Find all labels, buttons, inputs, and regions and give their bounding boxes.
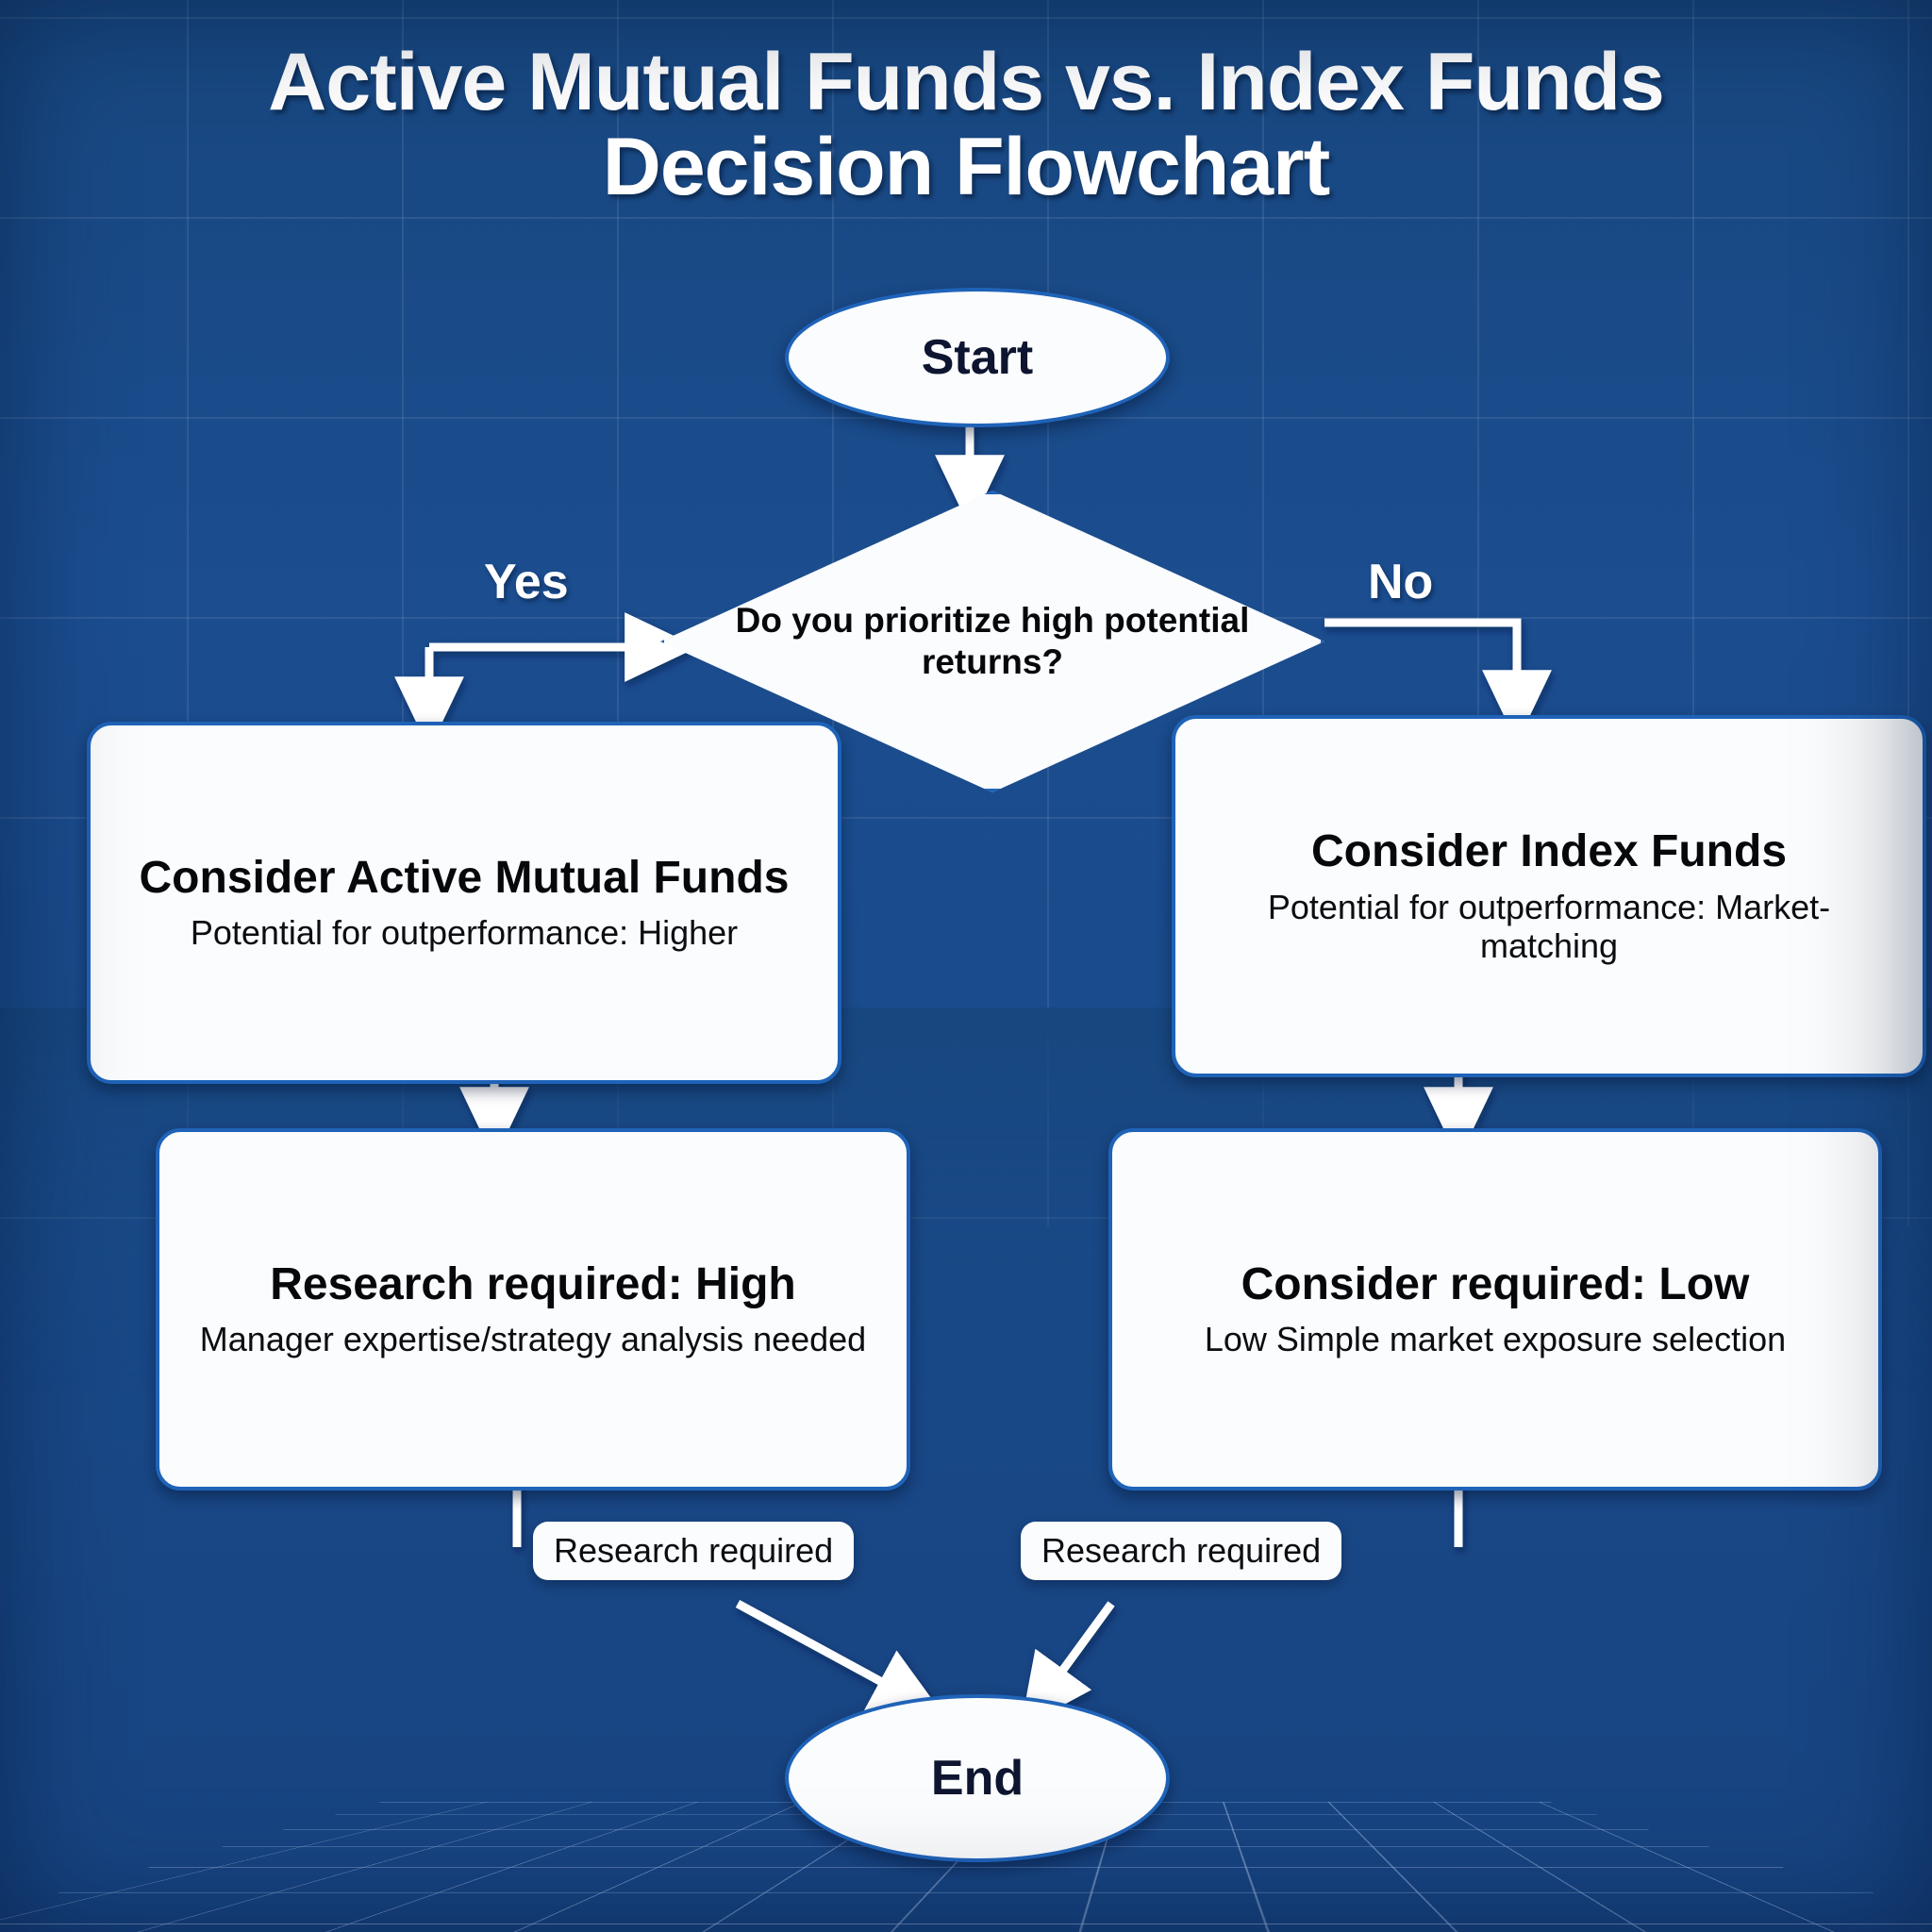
node-research-required-high[interactable]: Research required: High Manager expertis… bbox=[156, 1128, 910, 1491]
node-consider-index-funds[interactable]: Consider Index Funds Potential for outpe… bbox=[1172, 715, 1926, 1077]
edge-label-right-research-required: Research required bbox=[1021, 1522, 1342, 1580]
title-line-2: Decision Flowchart bbox=[602, 122, 1331, 213]
edge-label-left-research-required: Research required bbox=[533, 1522, 855, 1580]
node-consider-active-mutual-funds[interactable]: Consider Active Mutual Funds Potential f… bbox=[87, 722, 841, 1084]
edge-label-yes: Yes bbox=[484, 555, 569, 609]
edge-pill-right-to-end bbox=[1020, 1601, 1115, 1728]
node-consider-required-low[interactable]: Consider required: Low Low Simple market… bbox=[1108, 1128, 1882, 1491]
node-start-label: Start bbox=[921, 330, 1034, 385]
node-start[interactable]: Start bbox=[785, 288, 1170, 427]
node-index-title: Consider Index Funds bbox=[1310, 826, 1788, 877]
title-line-1: Active Mutual Funds vs. Index Funds bbox=[268, 37, 1665, 127]
node-active-title: Consider Active Mutual Funds bbox=[139, 852, 790, 903]
edge-label-no: No bbox=[1368, 555, 1434, 609]
node-index-subtitle: Potential for outperformance: Market-mat… bbox=[1267, 887, 1831, 965]
node-research-low-title: Consider required: Low bbox=[1241, 1258, 1750, 1309]
node-research-high-subtitle: Manager expertise/strategy analysis need… bbox=[199, 1320, 867, 1359]
edge-pill-left-to-end bbox=[735, 1600, 944, 1716]
node-decision-label: Do you prioritize high potential returns… bbox=[735, 601, 1250, 681]
node-research-high-title: Research required: High bbox=[270, 1258, 796, 1309]
edge-decision-no bbox=[1324, 618, 1552, 743]
node-active-subtitle: Potential for outperformance: Higher bbox=[190, 913, 739, 953]
node-research-low-subtitle: Low Simple market exposure selection bbox=[1204, 1320, 1787, 1359]
node-end-label: End bbox=[930, 1751, 1024, 1806]
page-title: Active Mutual Funds vs. Index Funds Deci… bbox=[0, 40, 1932, 210]
node-end[interactable]: End bbox=[785, 1694, 1170, 1862]
